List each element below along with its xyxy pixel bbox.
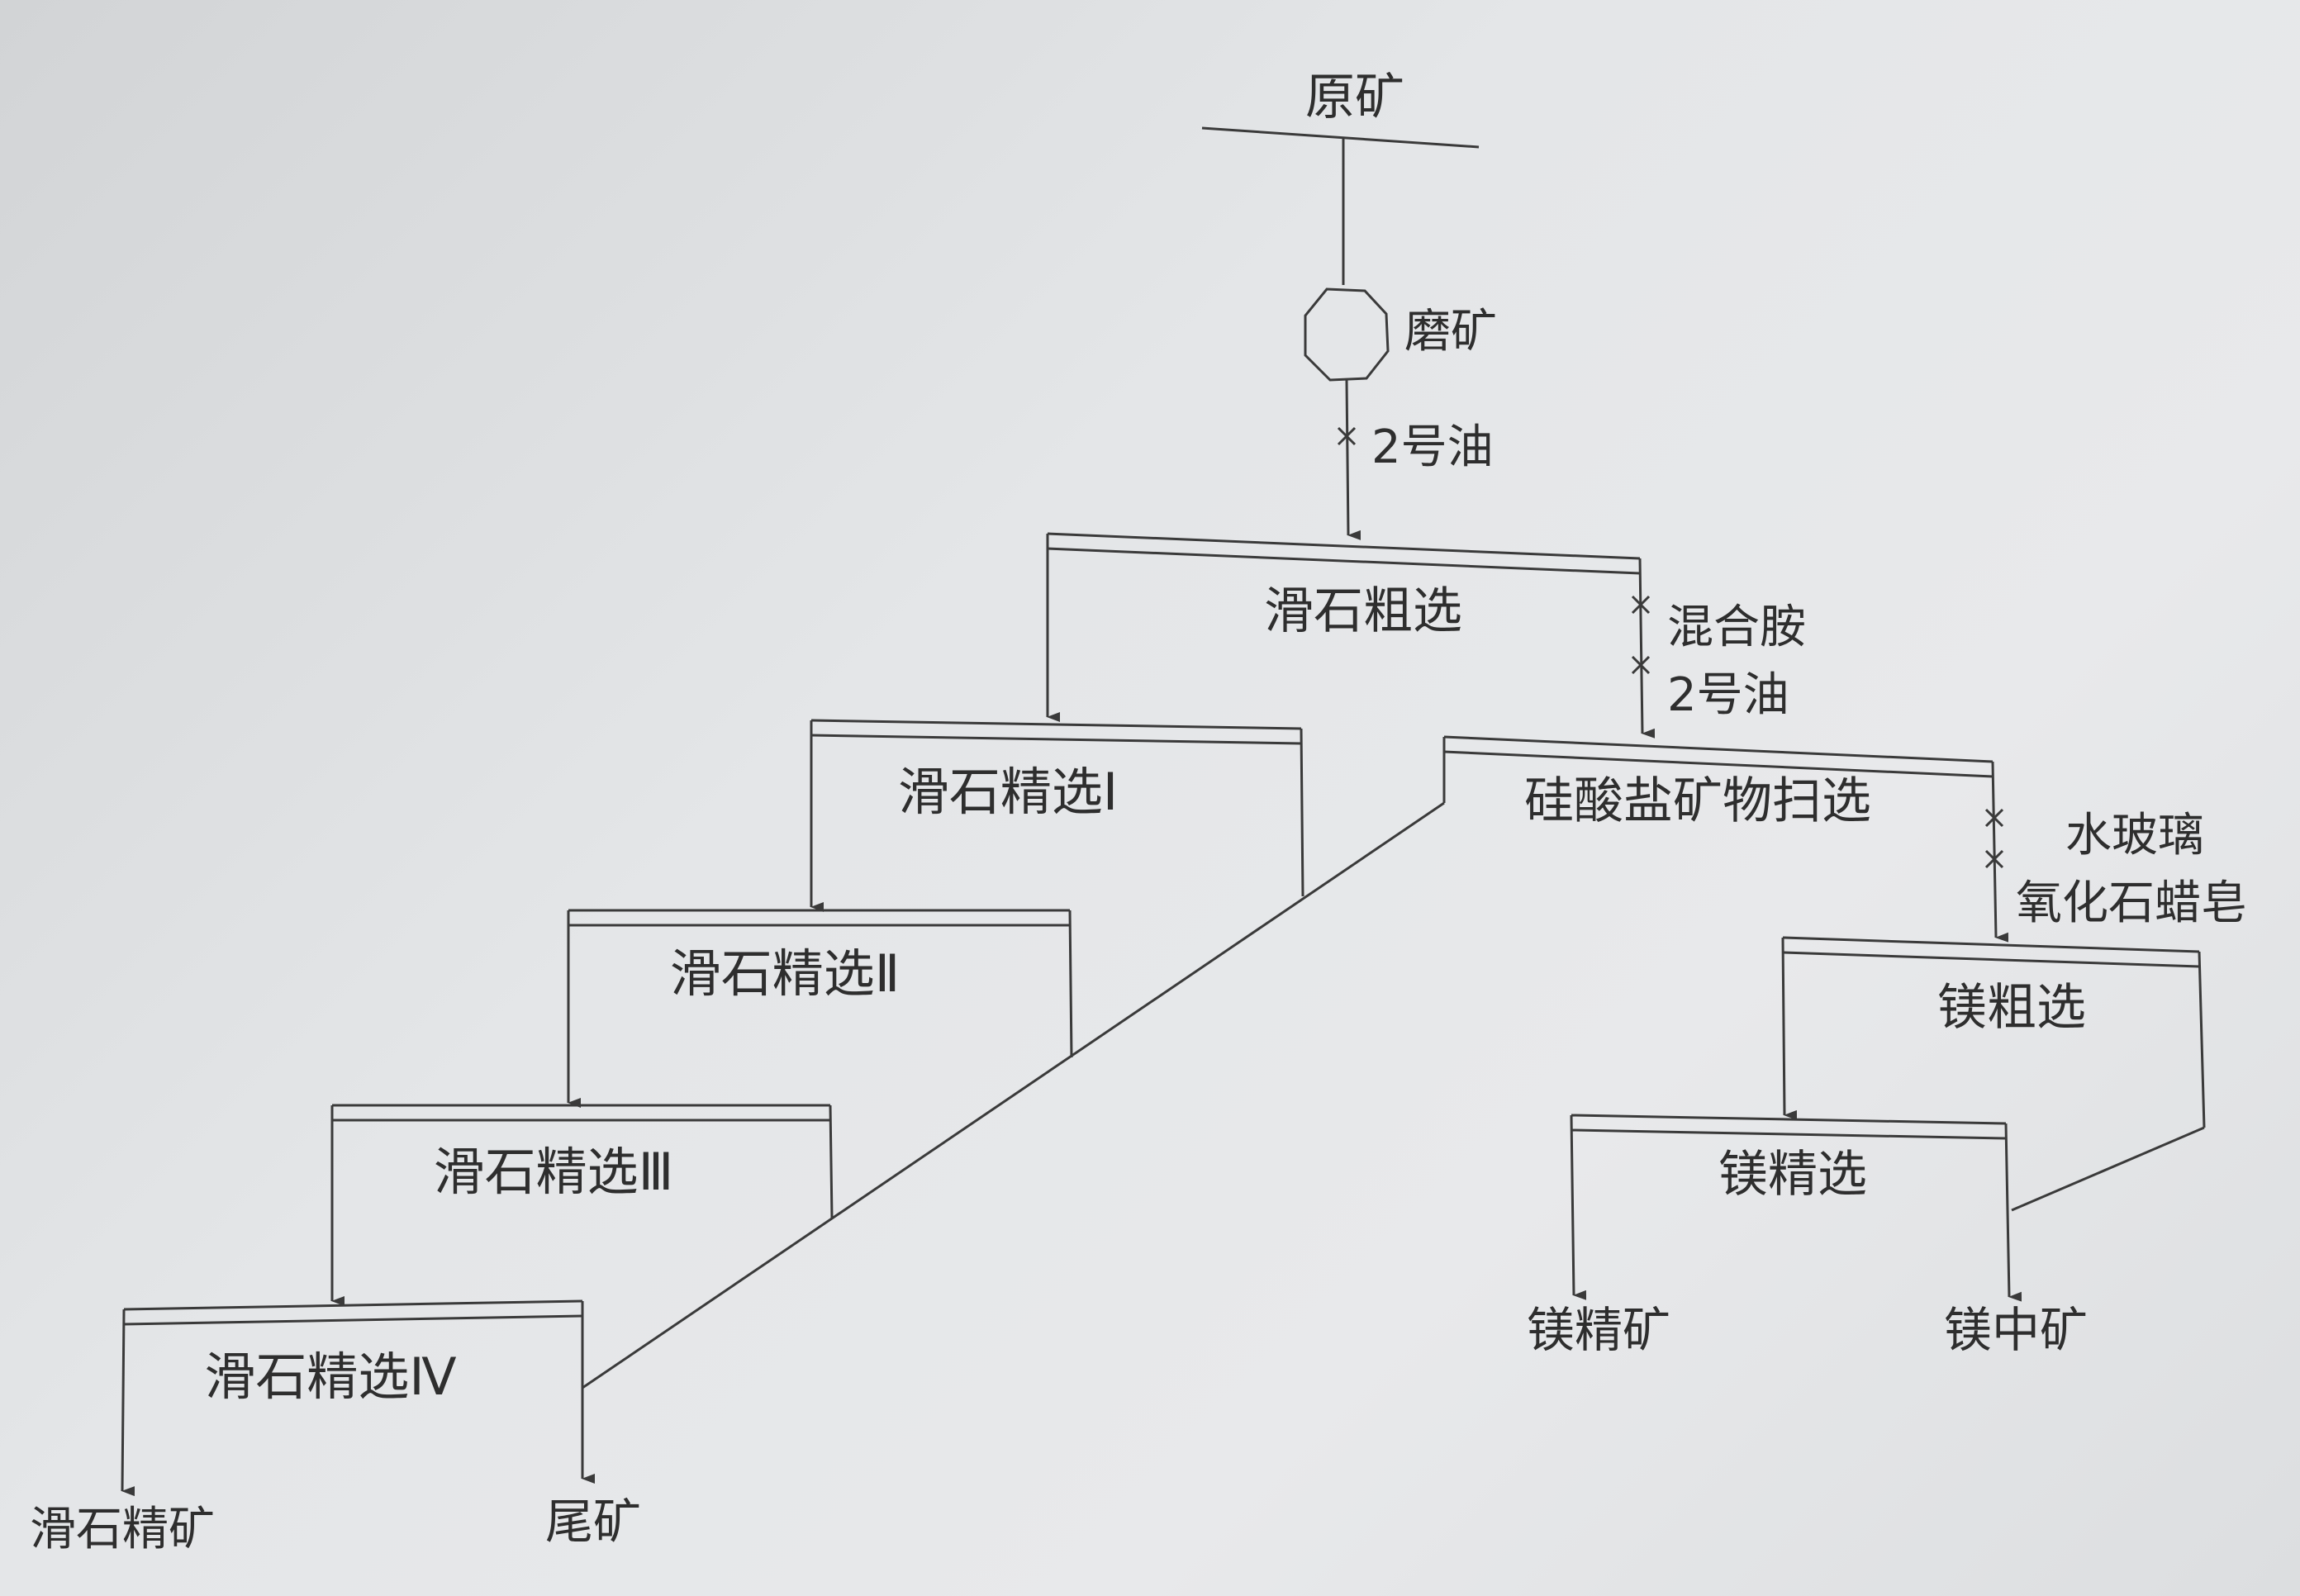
grinding-mill-icon	[1304, 287, 1390, 382]
flow-arrow	[2004, 1123, 2022, 1302]
talc-rougher-bar	[1047, 547, 1641, 575]
talc-cleaner-1-label: 滑石精选Ⅰ	[898, 762, 1118, 822]
reagent-addition-icon	[1631, 595, 1651, 615]
mg-middling-label: 镁中矿	[1944, 1302, 2088, 1358]
reagent-feed-1-label: 2号油	[1371, 420, 1494, 474]
mg-cleaner-bar	[1571, 1114, 2007, 1125]
flow-arrow	[1345, 379, 1361, 540]
mg-concentrate-label: 镁精矿	[1527, 1302, 1670, 1358]
talc-cleaner-4-label: 滑石精选Ⅳ	[204, 1347, 456, 1407]
flow-line	[829, 1104, 834, 1219]
mg-rougher-label: 镁粗选	[1937, 979, 2086, 1037]
silicate-scavenger-bar	[1443, 750, 1993, 778]
reagent-oxidized-paraffin-soap-label: 氧化石蜡皂	[2016, 876, 2247, 930]
reagent-mixed-amine-label: 混合胺	[1667, 601, 1806, 654]
flow-line	[1300, 728, 1304, 897]
grinding-label: 磨矿	[1404, 305, 1497, 359]
reagent-feed-2-label: 2号油	[1667, 668, 1789, 722]
talc-concentrate-label: 滑石精矿	[30, 1503, 215, 1556]
talc-rougher-bar	[1047, 532, 1641, 560]
flow-arrow	[1991, 761, 2009, 943]
flow-line	[1068, 910, 1073, 1058]
middling-return-line	[2011, 1126, 2205, 1212]
mg-cleaner-bar	[1571, 1128, 2007, 1140]
mg-rougher-bar	[1782, 951, 2200, 968]
mg-cleaner-label: 镁精选	[1718, 1146, 1867, 1204]
reagent-addition-icon	[1337, 426, 1357, 446]
reagent-addition-icon	[1631, 655, 1651, 675]
tailings-return-line	[582, 801, 1445, 1389]
raw-ore-label: 原矿	[1305, 69, 1404, 126]
talc-cleaner-2-label: 滑石精选Ⅱ	[670, 943, 901, 1004]
flow-arrow	[1638, 558, 1656, 739]
reagent-addition-icon	[1984, 808, 2004, 828]
talc-cleaner-3-label: 滑石精选Ⅲ	[434, 1142, 674, 1202]
mg-rougher-bar	[1782, 936, 2200, 953]
raw-ore-bar	[1201, 126, 1480, 149]
talc-cleaner-4-bar	[123, 1314, 583, 1326]
talc-cleaner-1-bar	[810, 719, 1302, 730]
flow-line	[2198, 951, 2206, 1128]
silicate-scavenger-bar	[1443, 735, 1993, 763]
flow-arrow	[1570, 1114, 1587, 1300]
talc-cleaner-4-bar	[123, 1299, 583, 1311]
flow-arrow	[121, 1309, 135, 1497]
talc-cleaner-1-bar	[810, 734, 1302, 745]
tailings-label: 尾矿	[545, 1494, 641, 1550]
silicate-scavenger-label: 硅酸盐矿物扫选	[1524, 772, 1871, 830]
reagent-water-glass-label: 水玻璃	[2065, 809, 2204, 862]
reagent-addition-icon	[1984, 849, 2004, 869]
talc-rougher-label: 滑石粗选	[1264, 582, 1462, 640]
flow-arrow	[1781, 937, 1798, 1120]
